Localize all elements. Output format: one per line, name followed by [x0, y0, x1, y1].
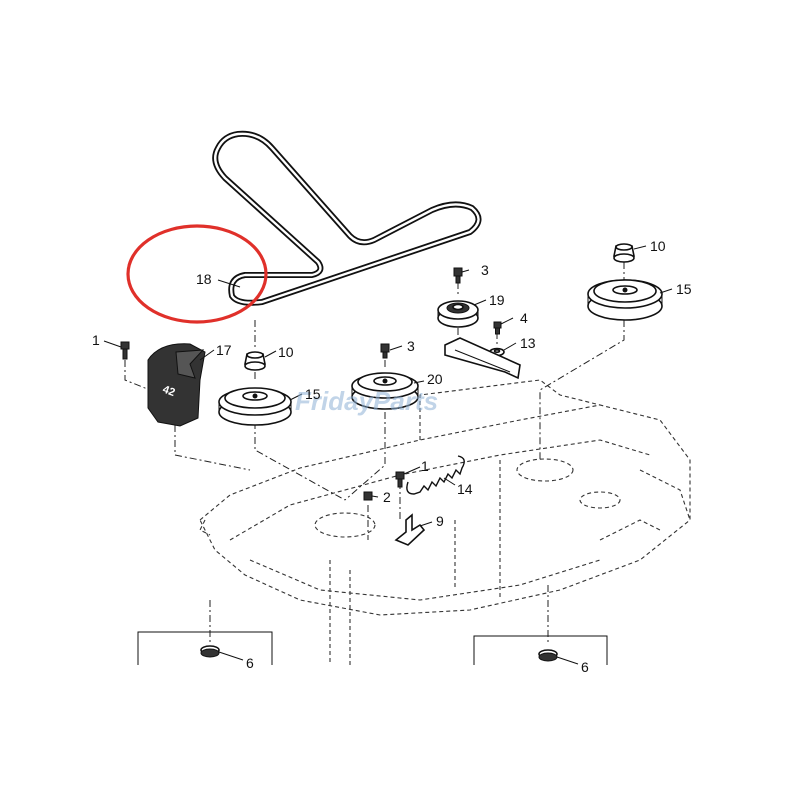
- bolt-part: [493, 321, 502, 335]
- callout-10: 10: [650, 238, 666, 254]
- callout-15: 15: [305, 386, 321, 402]
- callout-1: 1: [92, 332, 100, 348]
- bolt-part: [120, 341, 130, 360]
- pulley-part: [587, 279, 663, 321]
- deflector-shield-part: 42: [147, 343, 206, 427]
- callout-17: 17: [216, 342, 232, 358]
- bolt-part: [380, 343, 390, 359]
- shield-label: 42: [161, 384, 177, 399]
- leader-lines: [103, 245, 673, 665]
- callout-13: 13: [520, 335, 536, 351]
- callout-labels: 1 17 10 15 3 20 3 19 4 13 10 15 18 1 2 1…: [92, 238, 692, 675]
- nut-part: [244, 351, 266, 371]
- callout-20: 20: [427, 371, 443, 387]
- callout-14: 14: [457, 481, 473, 497]
- pulley-part: [218, 387, 292, 426]
- spindle-mount-left: [137, 631, 273, 665]
- callout-6: 6: [246, 655, 254, 671]
- callout-4: 4: [520, 310, 528, 326]
- callout-15: 15: [676, 281, 692, 297]
- spindle-mount-right: [473, 635, 608, 665]
- callout-19: 19: [489, 292, 505, 308]
- watermark: FridayParts: [295, 386, 438, 416]
- callout-9: 9: [436, 513, 444, 529]
- bolt-part: [453, 267, 463, 284]
- bolt-part: [395, 471, 405, 488]
- washer-part: [363, 491, 373, 501]
- callout-18: 18: [196, 271, 212, 287]
- callout-10: 10: [278, 344, 294, 360]
- callout-3: 3: [481, 262, 489, 278]
- pulley-part: [351, 372, 419, 410]
- callout-1: 1: [421, 458, 429, 474]
- drive-belt: [212, 130, 482, 306]
- callout-6: 6: [581, 659, 589, 675]
- highlight-circle: [126, 224, 268, 324]
- mower-deck: [199, 379, 691, 665]
- callout-2: 2: [383, 489, 391, 505]
- bracket-part: [394, 513, 426, 546]
- callout-3: 3: [407, 338, 415, 354]
- idler-arm-part: [444, 337, 521, 380]
- idler-pulley-part: [437, 300, 479, 328]
- center-lines: [124, 262, 625, 645]
- nut-part: [613, 243, 635, 263]
- tension-spring-part: [406, 455, 465, 495]
